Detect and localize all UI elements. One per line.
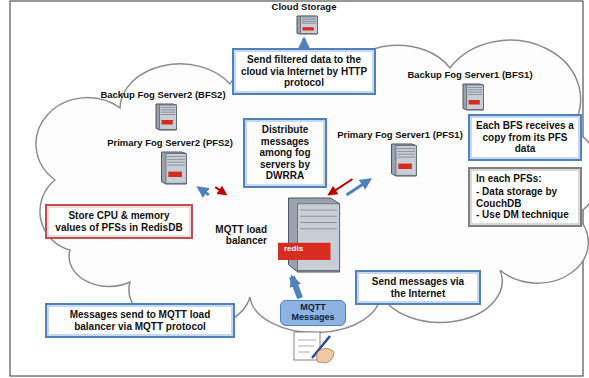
server-icon bbox=[271, 196, 341, 274]
node-body: - Data storage by CouchDB bbox=[476, 186, 574, 209]
node-body: - Use DM technique bbox=[476, 209, 574, 221]
flow-arrow bbox=[302, 39, 306, 46]
note-box: Distribute messages among fog servers by… bbox=[243, 118, 327, 188]
server-icon bbox=[383, 142, 417, 178]
node-label: Send filtered data to the cloud via Inte… bbox=[240, 54, 368, 89]
primary-fog-server: Primary Fog Server1 (PFS1) bbox=[335, 130, 465, 178]
backup-fog-server: Backup Fog Server1 (BFS1) bbox=[390, 70, 550, 112]
node-label: MQTT load balancer bbox=[205, 224, 271, 247]
flow-arrow bbox=[198, 188, 209, 195]
node-label: Store CPU & memory values of PFSs in Red… bbox=[53, 210, 185, 233]
node-label: Primary Fog Server1 (PFS1) bbox=[335, 130, 465, 141]
note-box: In each PFSs:- Data storage by CouchDB- … bbox=[468, 167, 582, 227]
note-box: Store CPU & memory values of PFSs in Red… bbox=[45, 204, 193, 239]
node-label: Each BFS receives a copy from its PFS da… bbox=[476, 120, 574, 155]
node-label: Primary Fog Server2 (PFS2) bbox=[100, 138, 240, 149]
logo-text: redis bbox=[282, 245, 305, 254]
node-label: In each PFSs: bbox=[476, 173, 574, 185]
backup-fog-server: Backup Fog Server2 (BFS2) bbox=[88, 90, 238, 132]
server-icon bbox=[290, 14, 318, 36]
node-label: Distribute messages among fog servers by… bbox=[251, 124, 319, 182]
node-label: Cloud Storage bbox=[268, 2, 340, 13]
cloud-storage-server: Cloud Storage bbox=[268, 2, 340, 36]
server-icon bbox=[149, 102, 177, 132]
flow-arrow bbox=[346, 180, 369, 195]
flow-arrow bbox=[329, 179, 352, 194]
flow-arrow bbox=[292, 277, 300, 298]
hand-writing-icon bbox=[290, 328, 336, 364]
node-label: Messages send to MQTT load balancer via … bbox=[53, 309, 227, 332]
note-box: Send filtered data to the cloud via Inte… bbox=[232, 48, 376, 95]
node-label: Send messages via the Internet bbox=[363, 276, 473, 299]
node-label: Backup Fog Server2 (BFS2) bbox=[88, 90, 238, 101]
server-icon bbox=[456, 82, 484, 112]
mqtt-messages: MQTT Messages bbox=[280, 300, 346, 364]
note-box: Messages send to MQTT load balancer via … bbox=[45, 303, 235, 338]
server-icon bbox=[153, 150, 187, 186]
flow-arrow bbox=[215, 187, 226, 194]
load-balancer-server: MQTT load balancer bbox=[205, 196, 347, 274]
fog-cloud bbox=[36, 40, 589, 332]
note-box: Send messages via the Internet bbox=[355, 270, 481, 305]
node-label: MQTT Messages bbox=[280, 300, 346, 326]
node-label: Backup Fog Server1 (BFS1) bbox=[390, 70, 550, 81]
note-box: Each BFS receives a copy from its PFS da… bbox=[468, 114, 582, 161]
primary-fog-server: Primary Fog Server2 (PFS2) bbox=[100, 138, 240, 186]
